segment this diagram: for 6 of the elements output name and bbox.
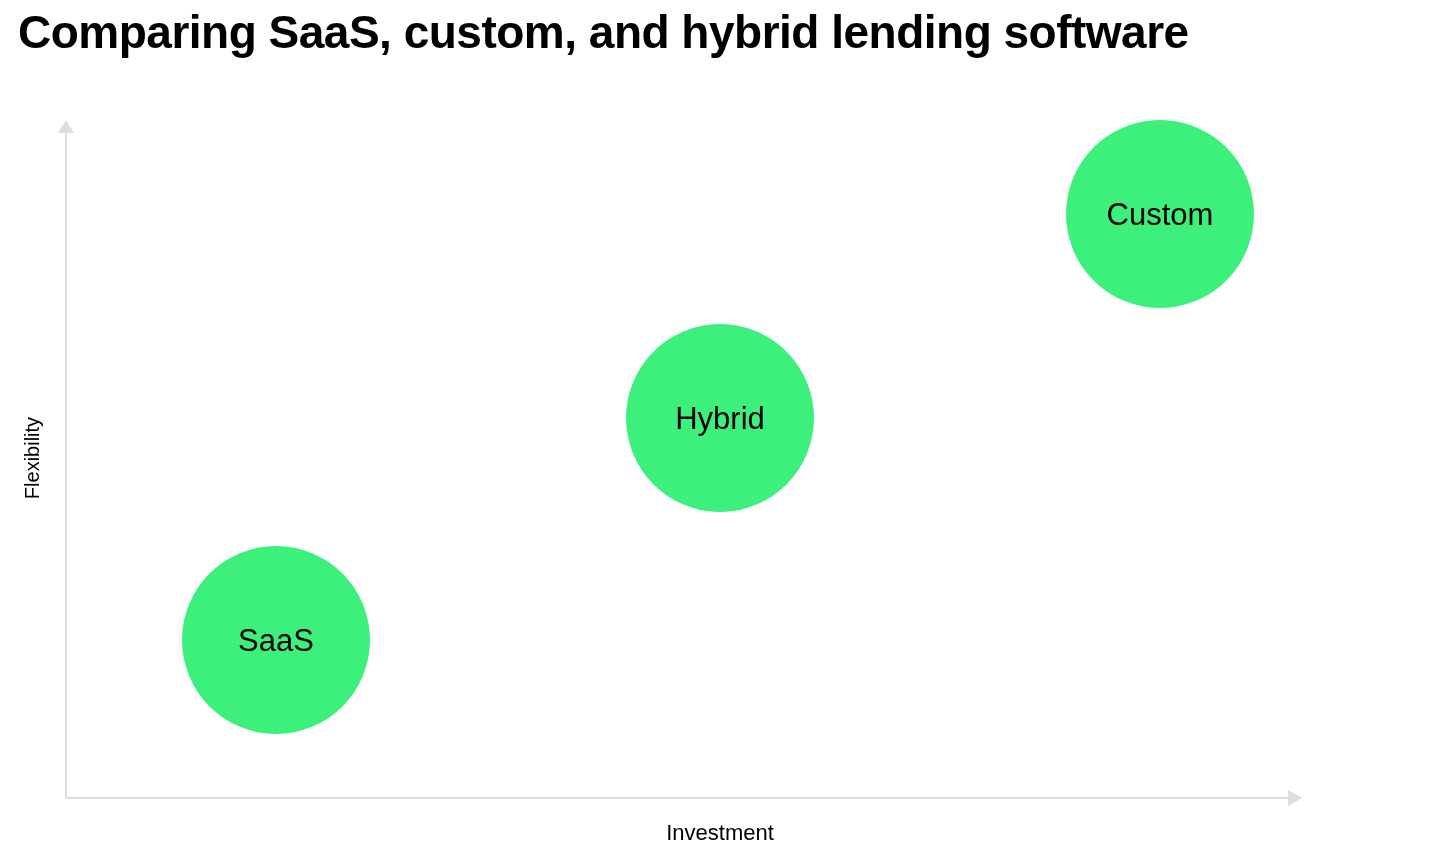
axis-label: Flexibility — [20, 416, 44, 500]
chart-title: Comparing SaaS, custom, and hybrid lending software — [18, 5, 1189, 60]
axis-label: Investment — [666, 819, 774, 847]
category-bubble: Hybrid — [626, 324, 814, 512]
category-bubble: Custom — [1066, 120, 1254, 308]
category-bubble: SaaS — [182, 546, 370, 734]
